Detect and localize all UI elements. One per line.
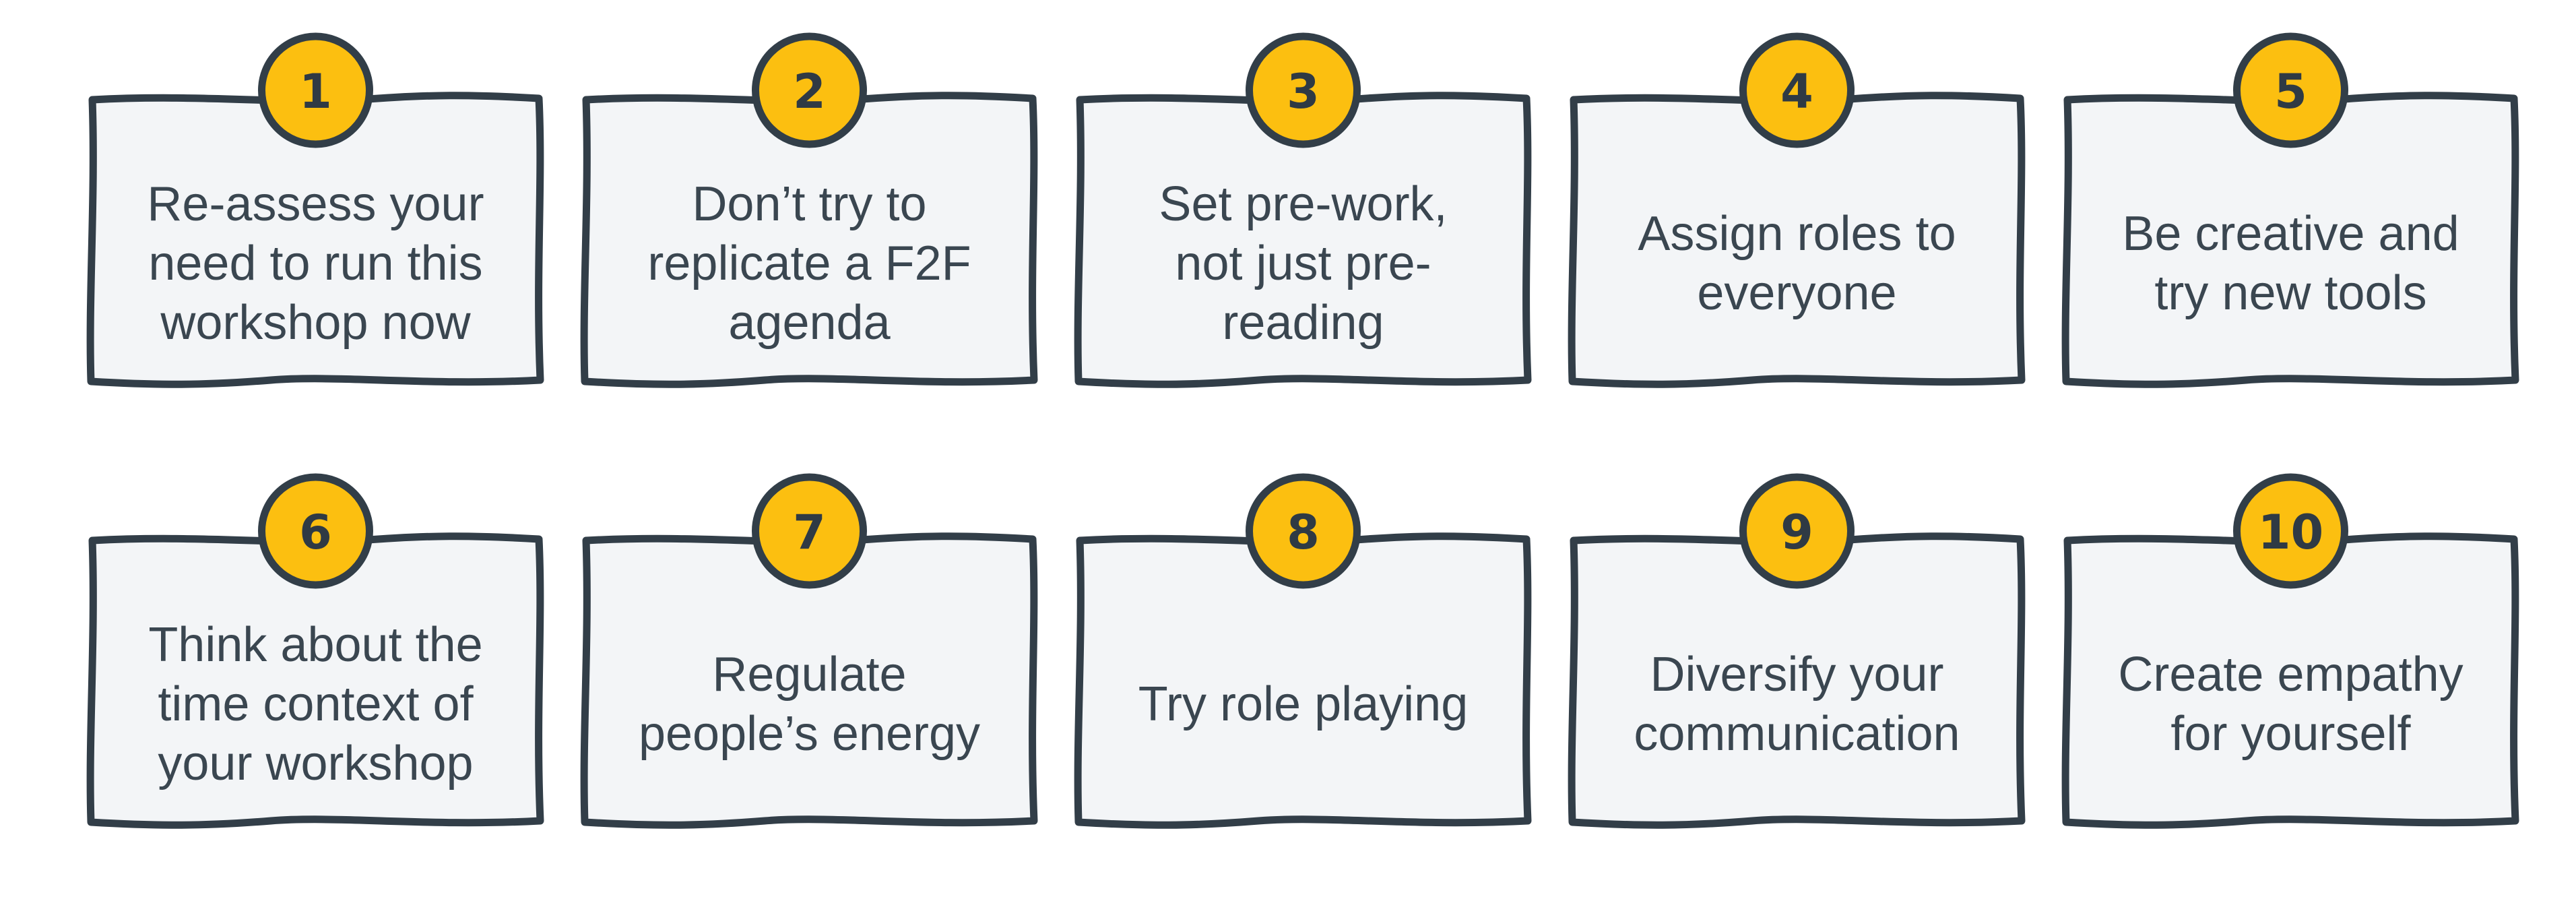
number-badge (1246, 473, 1361, 589)
tip-number: 6 (299, 505, 332, 560)
tip-number: 4 (1780, 64, 1813, 119)
tip-text-line: Don’t try to (692, 177, 926, 231)
tip-text-line: not just pre- (1175, 237, 1431, 290)
tip-text-line: your workshop (158, 737, 473, 790)
tip-text-line: Diversify your (1650, 648, 1943, 702)
tip-text-line: for yourself (2170, 707, 2411, 761)
number-badge (258, 473, 373, 589)
tip-text-line: time context of (158, 677, 474, 731)
tip-text-line: everyone (1697, 266, 1896, 320)
tip-text-line: people’s energy (639, 707, 980, 761)
number-badge (752, 473, 867, 589)
tip-number: 2 (793, 64, 826, 119)
number-badge (1246, 32, 1361, 148)
tip-number: 8 (1287, 505, 1320, 560)
tip-text-line: workshop now (160, 296, 471, 350)
tip-text-line: reading (1222, 296, 1384, 350)
number-badge (2233, 473, 2348, 589)
tip-text-line: need to run this (148, 237, 482, 290)
tip-text-line: Be creative and (2122, 207, 2459, 261)
number-badge (752, 32, 867, 148)
number-badge (1739, 32, 1855, 148)
tip-number: 9 (1780, 505, 1813, 560)
tip-text-line: Re-assess your (147, 177, 484, 231)
tip-number: 1 (299, 64, 332, 119)
tip-text-line: Think about the (148, 618, 482, 672)
tip-text-line: Assign roles to (1638, 207, 1956, 261)
tip-text-line: Set pre-work, (1159, 177, 1447, 231)
tip-text-line: Regulate (712, 648, 906, 702)
tip-number: 5 (2274, 64, 2307, 119)
tip-number: 3 (1287, 64, 1320, 119)
number-badge (2233, 32, 2348, 148)
tip-text-line: try new tools (2154, 266, 2426, 320)
tip-text-line: agenda (728, 296, 891, 350)
tip-text-line: Create empathy (2118, 648, 2463, 702)
number-badge (258, 32, 373, 148)
number-badge (1739, 473, 1855, 589)
tip-number: 7 (793, 505, 826, 560)
tip-text-line: communication (1634, 707, 1960, 761)
tip-text-line: Try role playing (1138, 677, 1469, 731)
tip-number: 10 (2258, 505, 2323, 560)
tip-card: 1Re-assess your need to run this workshop … (86, 32, 544, 388)
tip-text-line: replicate a F2F (647, 237, 971, 290)
